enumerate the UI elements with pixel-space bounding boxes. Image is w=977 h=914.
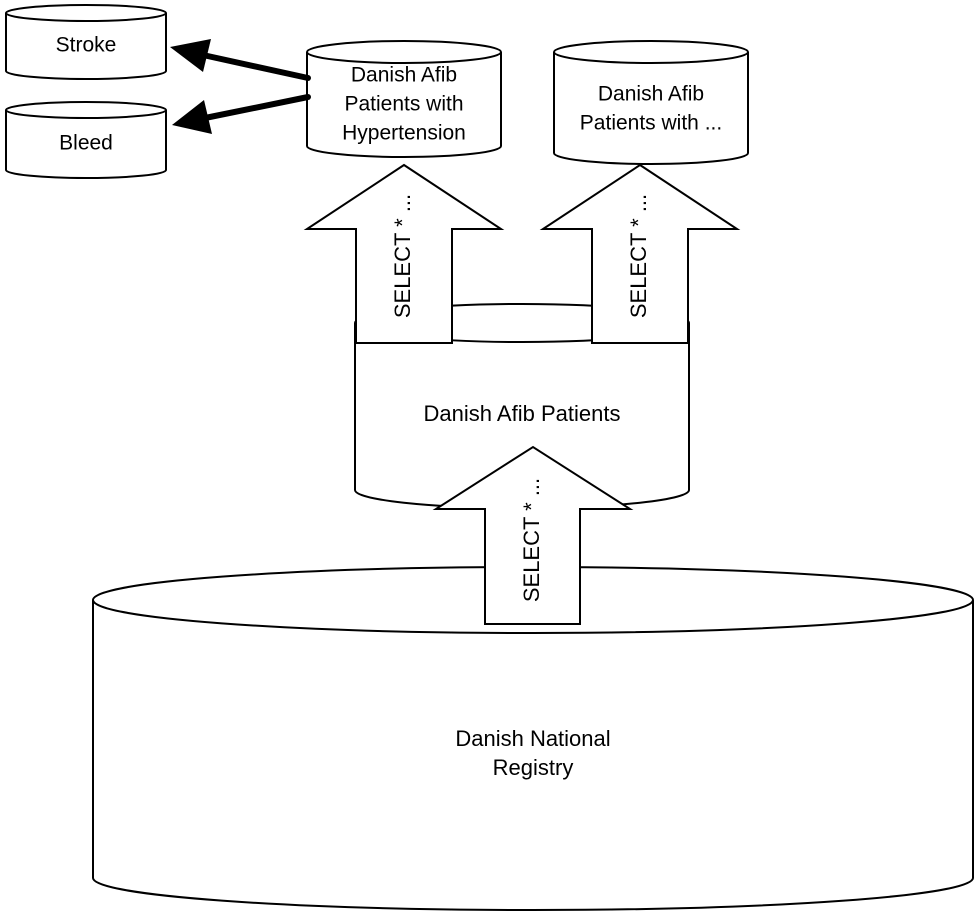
other-subset-cylinder: Danish Afib Patients with ... [553,40,749,165]
select-arrow-hypertension: SELECT * ... [303,163,505,344]
select-arrow-other-label: SELECT * ... [626,194,651,318]
select-arrow-hypertension-label: SELECT * ... [390,194,415,318]
select-arrow-registry: SELECT * ... [432,445,634,625]
select-arrow-registry-label: SELECT * ... [519,478,544,602]
select-arrow-other: SELECT * ... [539,163,741,344]
hypertension-cylinder: Danish Afib Patients with Hypertension [306,40,502,158]
stroke-label: Stroke [56,34,117,57]
arrow-to-stroke [202,52,309,81]
registry-label-line2: Registry [493,755,574,780]
arrow-to-bleed-head [172,100,212,134]
outcome-arrows [170,39,311,134]
bleed-label: Bleed [59,132,113,155]
hypertension-label-line1: Danish Afib [351,64,457,87]
other-subset-label-line2: Patients with ... [580,112,722,135]
other-subset-label-line1: Danish Afib [598,83,704,106]
bleed-cylinder: Bleed [5,101,167,179]
arrow-to-bleed [204,94,309,121]
arrow-to-stroke-head [170,39,211,72]
hypertension-label-line3: Hypertension [342,122,466,145]
stroke-cylinder: Stroke [5,4,167,80]
hypertension-label-line2: Patients with [344,93,463,116]
registry-label-line1: Danish National [455,726,610,751]
afib-label: Danish Afib Patients [424,401,621,426]
